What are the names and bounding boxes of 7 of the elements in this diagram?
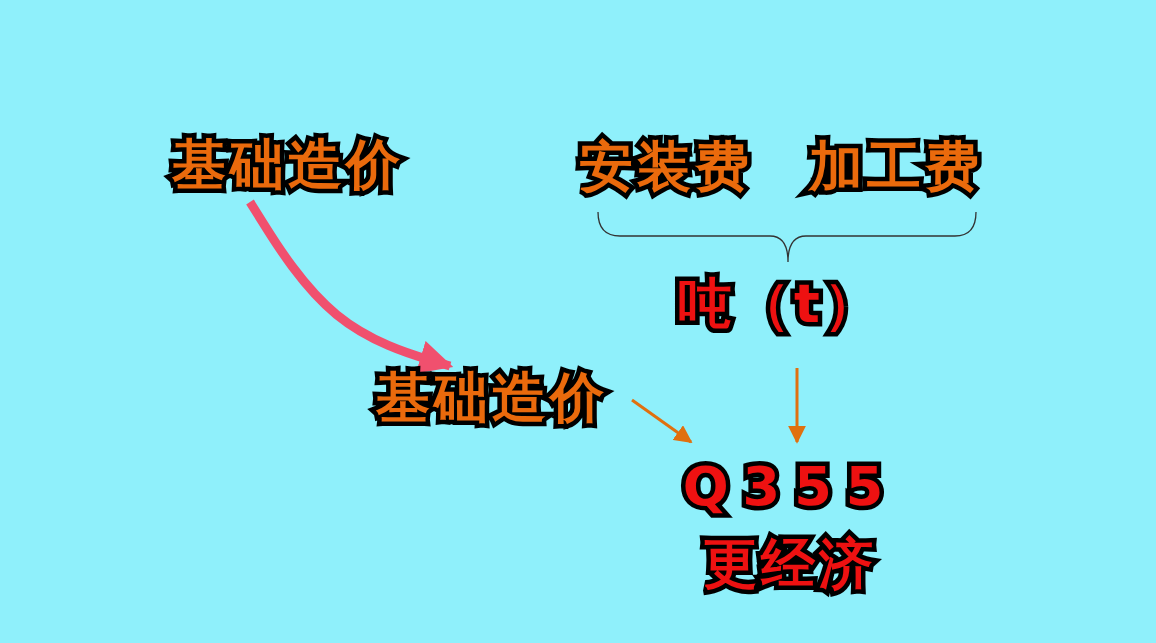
arrow	[246, 199, 454, 374]
arrow	[788, 368, 806, 444]
subtitle-text: 更经济	[703, 534, 877, 594]
arrow	[631, 398, 693, 444]
label-text: 安装费	[578, 137, 753, 197]
label-text: Q355	[682, 456, 898, 516]
label-text: 吨（t）	[678, 274, 882, 334]
